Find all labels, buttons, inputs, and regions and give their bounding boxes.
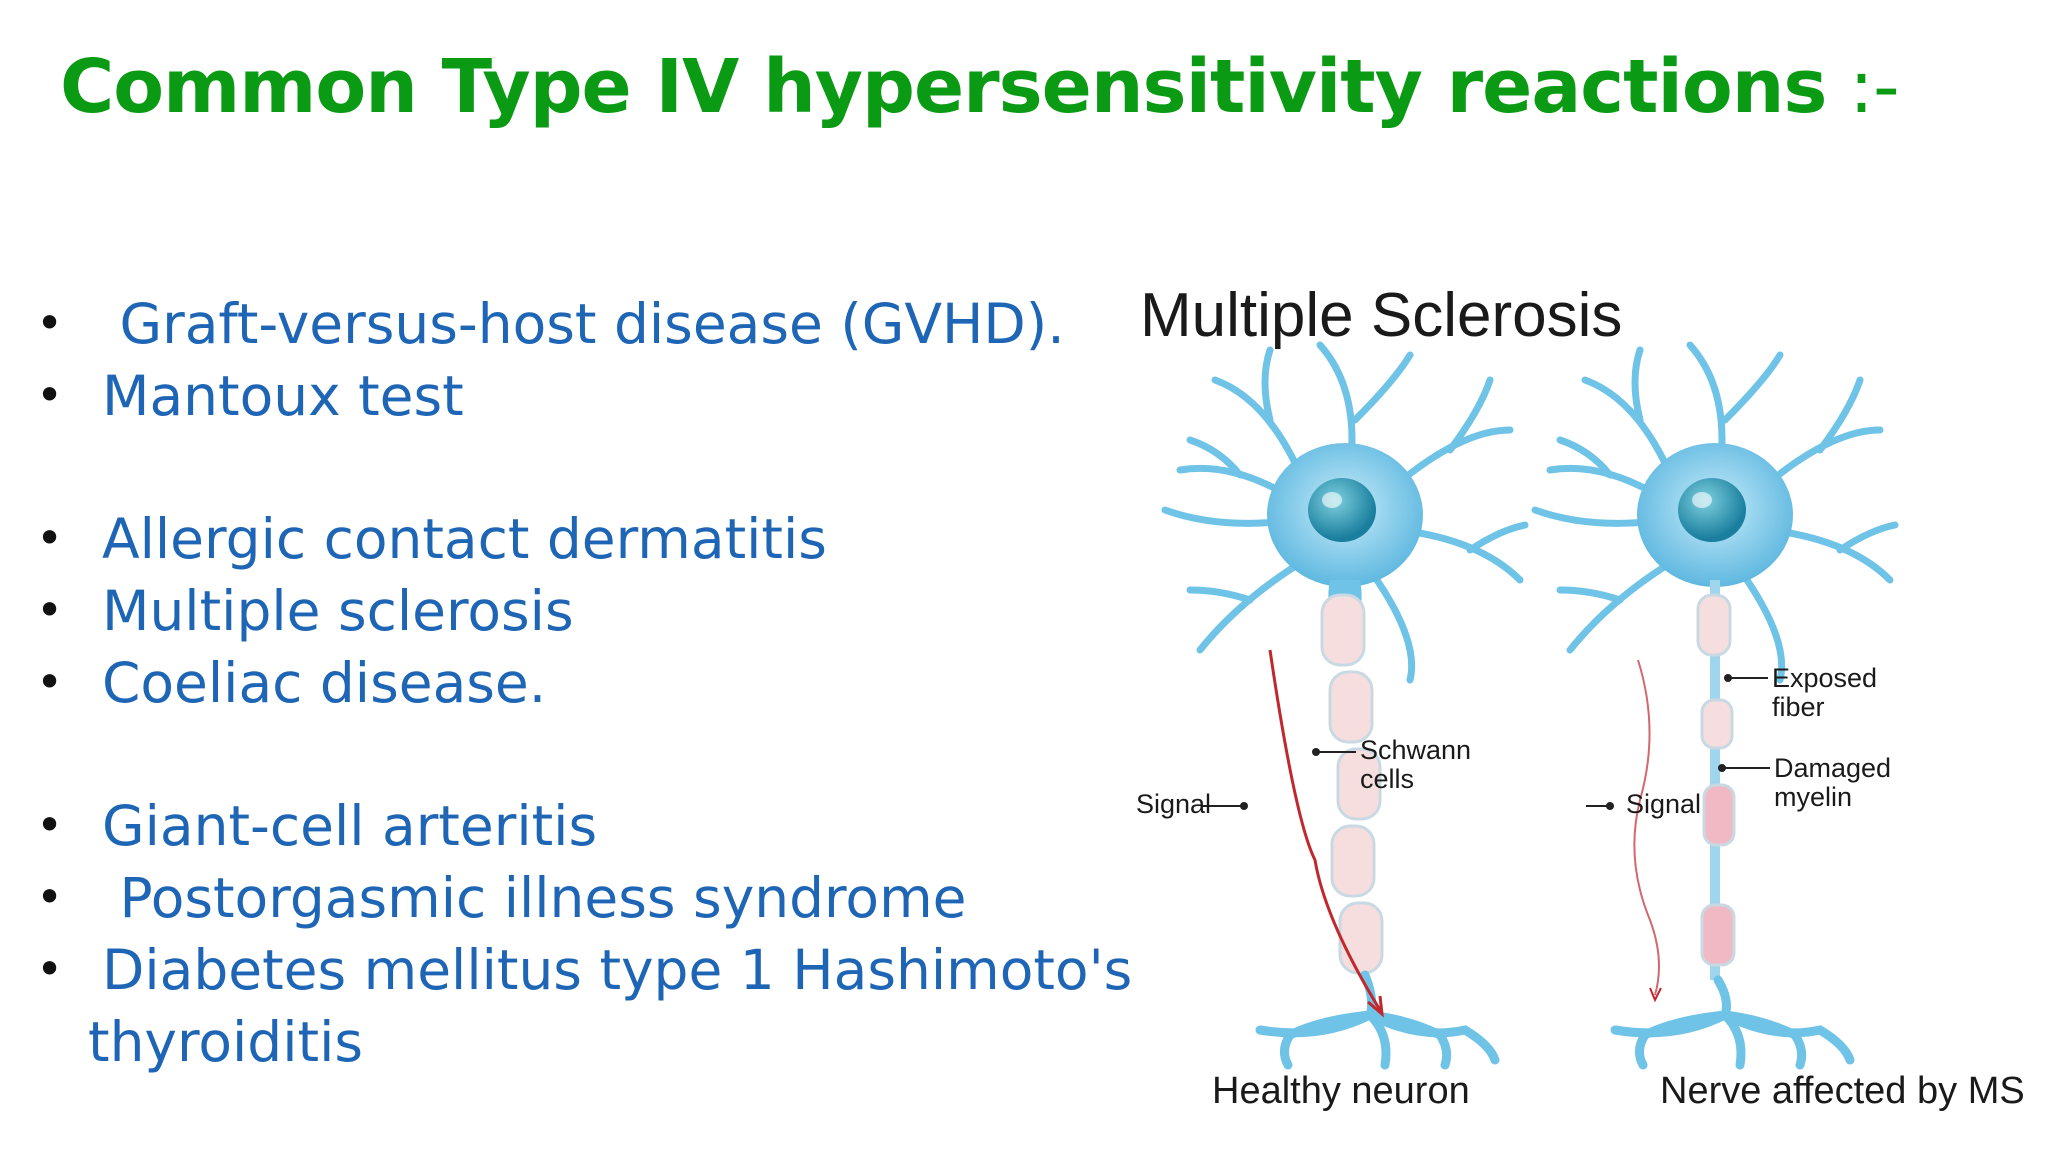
- caption-affected: Nerve affected by MS: [1660, 1070, 2025, 1112]
- bullet-icon: •: [36, 655, 64, 709]
- exposed-label-line1: Exposed: [1772, 663, 1878, 693]
- bullet-text: Allergic contact dermatitis: [102, 507, 827, 571]
- schwann-label-line2: cells: [1360, 764, 1415, 794]
- ms-figure: Multiple Sclerosis Signal Schwann cells …: [1120, 260, 2040, 1140]
- figure-title: Multiple Sclerosis: [1140, 281, 1623, 350]
- bullet-text: Postorgasmic illness syndrome: [102, 866, 967, 930]
- signal-label-left: Signal: [1136, 789, 1212, 819]
- signal-label-right: Signal: [1626, 789, 1702, 819]
- list-item: • Multiple sclerosis: [36, 579, 574, 643]
- list-item: • Mantoux test: [36, 364, 464, 428]
- bullet-continuation: thyroiditis: [88, 1010, 363, 1074]
- bullet-icon: •: [36, 583, 64, 637]
- slide-title-text: Common Type IV hypersensitivity reaction…: [60, 44, 1827, 130]
- list-item: • Giant-cell arteritis: [36, 794, 597, 858]
- slide-title-suffix: :-: [1826, 44, 1900, 130]
- list-item: • Allergic contact dermatitis: [36, 507, 827, 571]
- slide-title: Common Type IV hypersensitivity reaction…: [60, 44, 1900, 130]
- ms-neuron: [1531, 341, 1899, 1070]
- list-item: • Coeliac disease.: [36, 651, 546, 715]
- bullet-icon: •: [36, 511, 64, 565]
- bullet-icon: •: [36, 870, 64, 924]
- bullet-text: Mantoux test: [102, 364, 464, 428]
- bullet-icon: •: [36, 296, 64, 350]
- bullet-text: Graft-versus-host disease (GVHD).: [102, 292, 1065, 356]
- bullet-text: Diabetes mellitus type 1 Hashimoto's: [102, 938, 1133, 1002]
- neuron-illustration: [1161, 341, 1899, 1070]
- bullet-icon: •: [36, 798, 64, 852]
- healthy-neuron: [1161, 341, 1529, 1070]
- damaged-label-line2: myelin: [1774, 782, 1853, 812]
- list-item: • Graft-versus-host disease (GVHD).: [36, 292, 1065, 356]
- list-item: • Postorgasmic illness syndrome: [36, 866, 966, 930]
- bullet-icon: •: [36, 368, 64, 422]
- bullet-list: • Graft-versus-host disease (GVHD). • Man…: [36, 292, 1132, 1074]
- exposed-label-line2: fiber: [1772, 692, 1825, 722]
- caption-healthy: Healthy neuron: [1212, 1070, 1470, 1112]
- bullet-icon: •: [36, 942, 64, 996]
- list-item: • Diabetes mellitus type 1 Hashimoto's: [36, 938, 1132, 1002]
- bullet-text: Giant-cell arteritis: [102, 794, 598, 858]
- bullet-text: Coeliac disease.: [102, 651, 547, 715]
- damaged-label-line1: Damaged: [1774, 753, 1892, 783]
- bullet-text: Multiple sclerosis: [102, 579, 574, 643]
- schwann-label-line1: Schwann: [1360, 735, 1472, 765]
